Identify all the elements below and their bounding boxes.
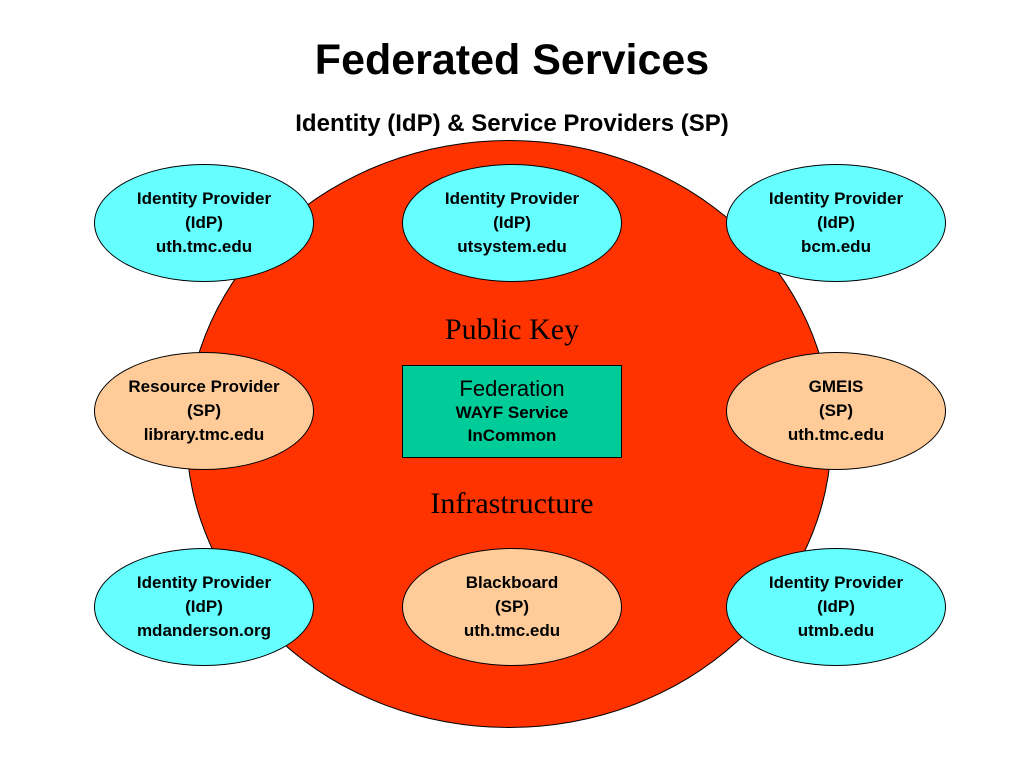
- idp-node-top-right: Identity Provider (IdP) bcm.edu: [726, 164, 946, 282]
- sp-node-bottom-center: Blackboard (SP) uth.tmc.edu: [402, 548, 622, 666]
- node-domain: library.tmc.edu: [143, 425, 265, 444]
- infrastructure-label: Infrastructure: [430, 487, 594, 520]
- idp-node-top-left: Identity Provider (IdP) uth.tmc.edu: [94, 164, 314, 282]
- node-domain: bcm.edu: [801, 237, 871, 256]
- node-domain: uth.tmc.edu: [787, 425, 885, 444]
- node-type: (SP): [819, 401, 853, 420]
- page-subtitle: Identity (IdP) & Service Providers (SP): [295, 110, 729, 137]
- node-domain: utsystem.edu: [457, 237, 567, 256]
- node-type: (SP): [495, 597, 529, 616]
- node-type: (IdP): [493, 213, 531, 232]
- node-type: (IdP): [185, 213, 223, 232]
- federation-incommon: InCommon: [467, 426, 557, 445]
- page-title: Federated Services: [314, 36, 710, 84]
- node-type: (IdP): [817, 213, 855, 232]
- node-domain: uth.tmc.edu: [155, 237, 253, 256]
- node-domain: utmb.edu: [797, 621, 875, 640]
- sp-node-middle-right: GMEIS (SP) uth.tmc.edu: [726, 352, 946, 470]
- node-type: (IdP): [185, 597, 223, 616]
- node-name: Blackboard: [465, 573, 559, 592]
- node-name: Resource Provider: [128, 377, 280, 396]
- federation-wayf: WAYF Service: [455, 403, 569, 422]
- idp-node-bottom-left: Identity Provider (IdP) mdanderson.org: [94, 548, 314, 666]
- federation-box: Federation WAYF Service InCommon: [402, 365, 622, 458]
- node-domain: uth.tmc.edu: [463, 621, 561, 640]
- node-type: (SP): [187, 401, 221, 420]
- node-name: GMEIS: [808, 377, 864, 396]
- node-type: (IdP): [817, 597, 855, 616]
- sp-node-middle-left: Resource Provider (SP) library.tmc.edu: [94, 352, 314, 470]
- idp-node-top-center: Identity Provider (IdP) utsystem.edu: [402, 164, 622, 282]
- federation-title: Federation: [459, 376, 565, 401]
- node-name: Identity Provider: [136, 189, 272, 208]
- node-name: Identity Provider: [136, 573, 272, 592]
- node-name: Identity Provider: [768, 573, 904, 592]
- node-name: Identity Provider: [768, 189, 904, 208]
- public-key-label: Public Key: [444, 313, 580, 346]
- node-name: Identity Provider: [444, 189, 580, 208]
- idp-node-bottom-right: Identity Provider (IdP) utmb.edu: [726, 548, 946, 666]
- node-domain: mdanderson.org: [136, 621, 272, 640]
